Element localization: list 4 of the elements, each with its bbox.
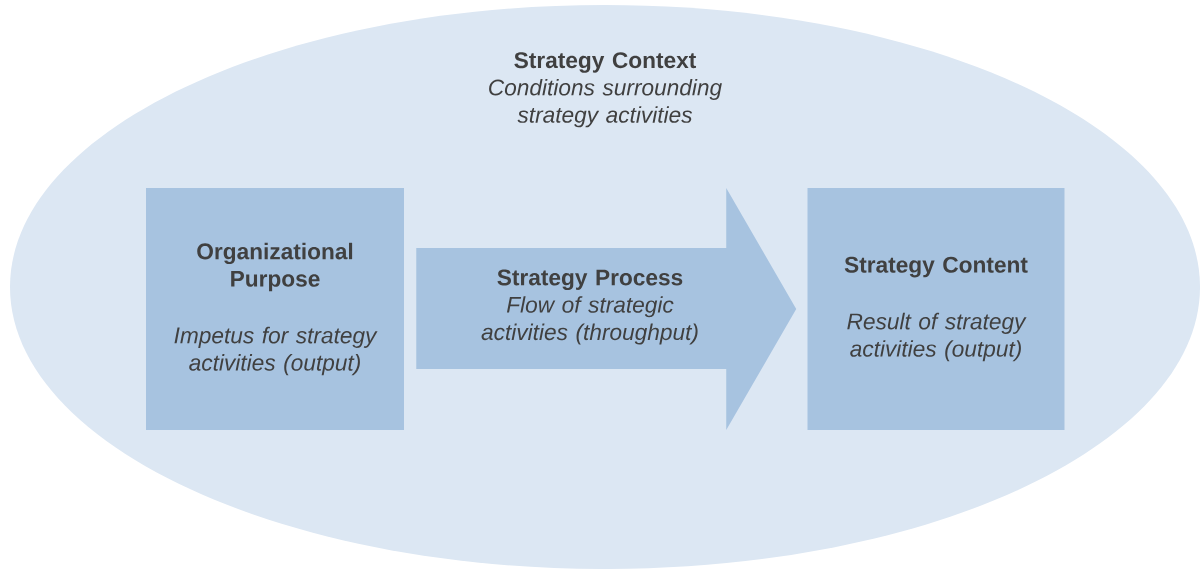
process-arrow — [416, 188, 797, 430]
purpose-box: Strategy Content Result of strategy activities (output) — [807, 188, 1065, 430]
process-label: Strategy Process Flow of strategic activities (throughput) — [481, 269, 698, 345]
purpose-box: Organizational Purpose Impetus for strategy activities (output) — [146, 188, 404, 430]
